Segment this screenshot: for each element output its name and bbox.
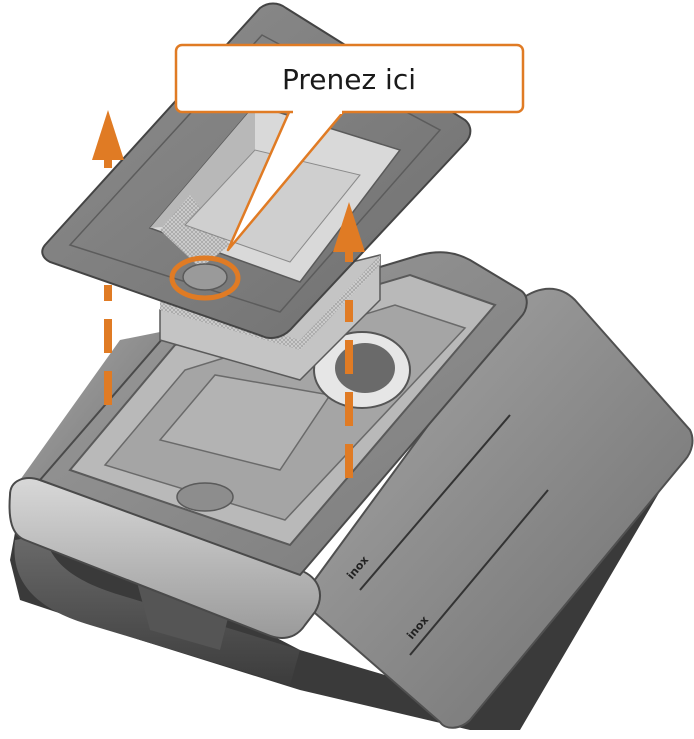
grip-highlight-ring [169,255,241,301]
tray-inner-mesh [160,195,230,268]
tray-mesh-band [160,255,380,350]
left-arrow-head [92,110,124,160]
tray-inner-floor [184,149,361,263]
body-front-lip [8,477,321,639]
callout-box [174,43,525,114]
tray-inner-wall-left [150,105,255,228]
callout-seam-cover [293,108,342,114]
callout-label: Prenez ici [282,63,416,96]
basin-drain [176,482,234,512]
body-right-panel [298,287,694,729]
side-engraved-line-2 [409,489,549,656]
annotation-layer [92,110,365,478]
callout: Prenez ici [174,43,525,252]
grip-hole [182,263,228,291]
port-ring-inner [335,343,395,393]
right-arrow-head [333,202,365,252]
body-front-recess [135,575,230,650]
side-engraved-line-1 [359,414,511,591]
appliance-body [8,251,694,730]
